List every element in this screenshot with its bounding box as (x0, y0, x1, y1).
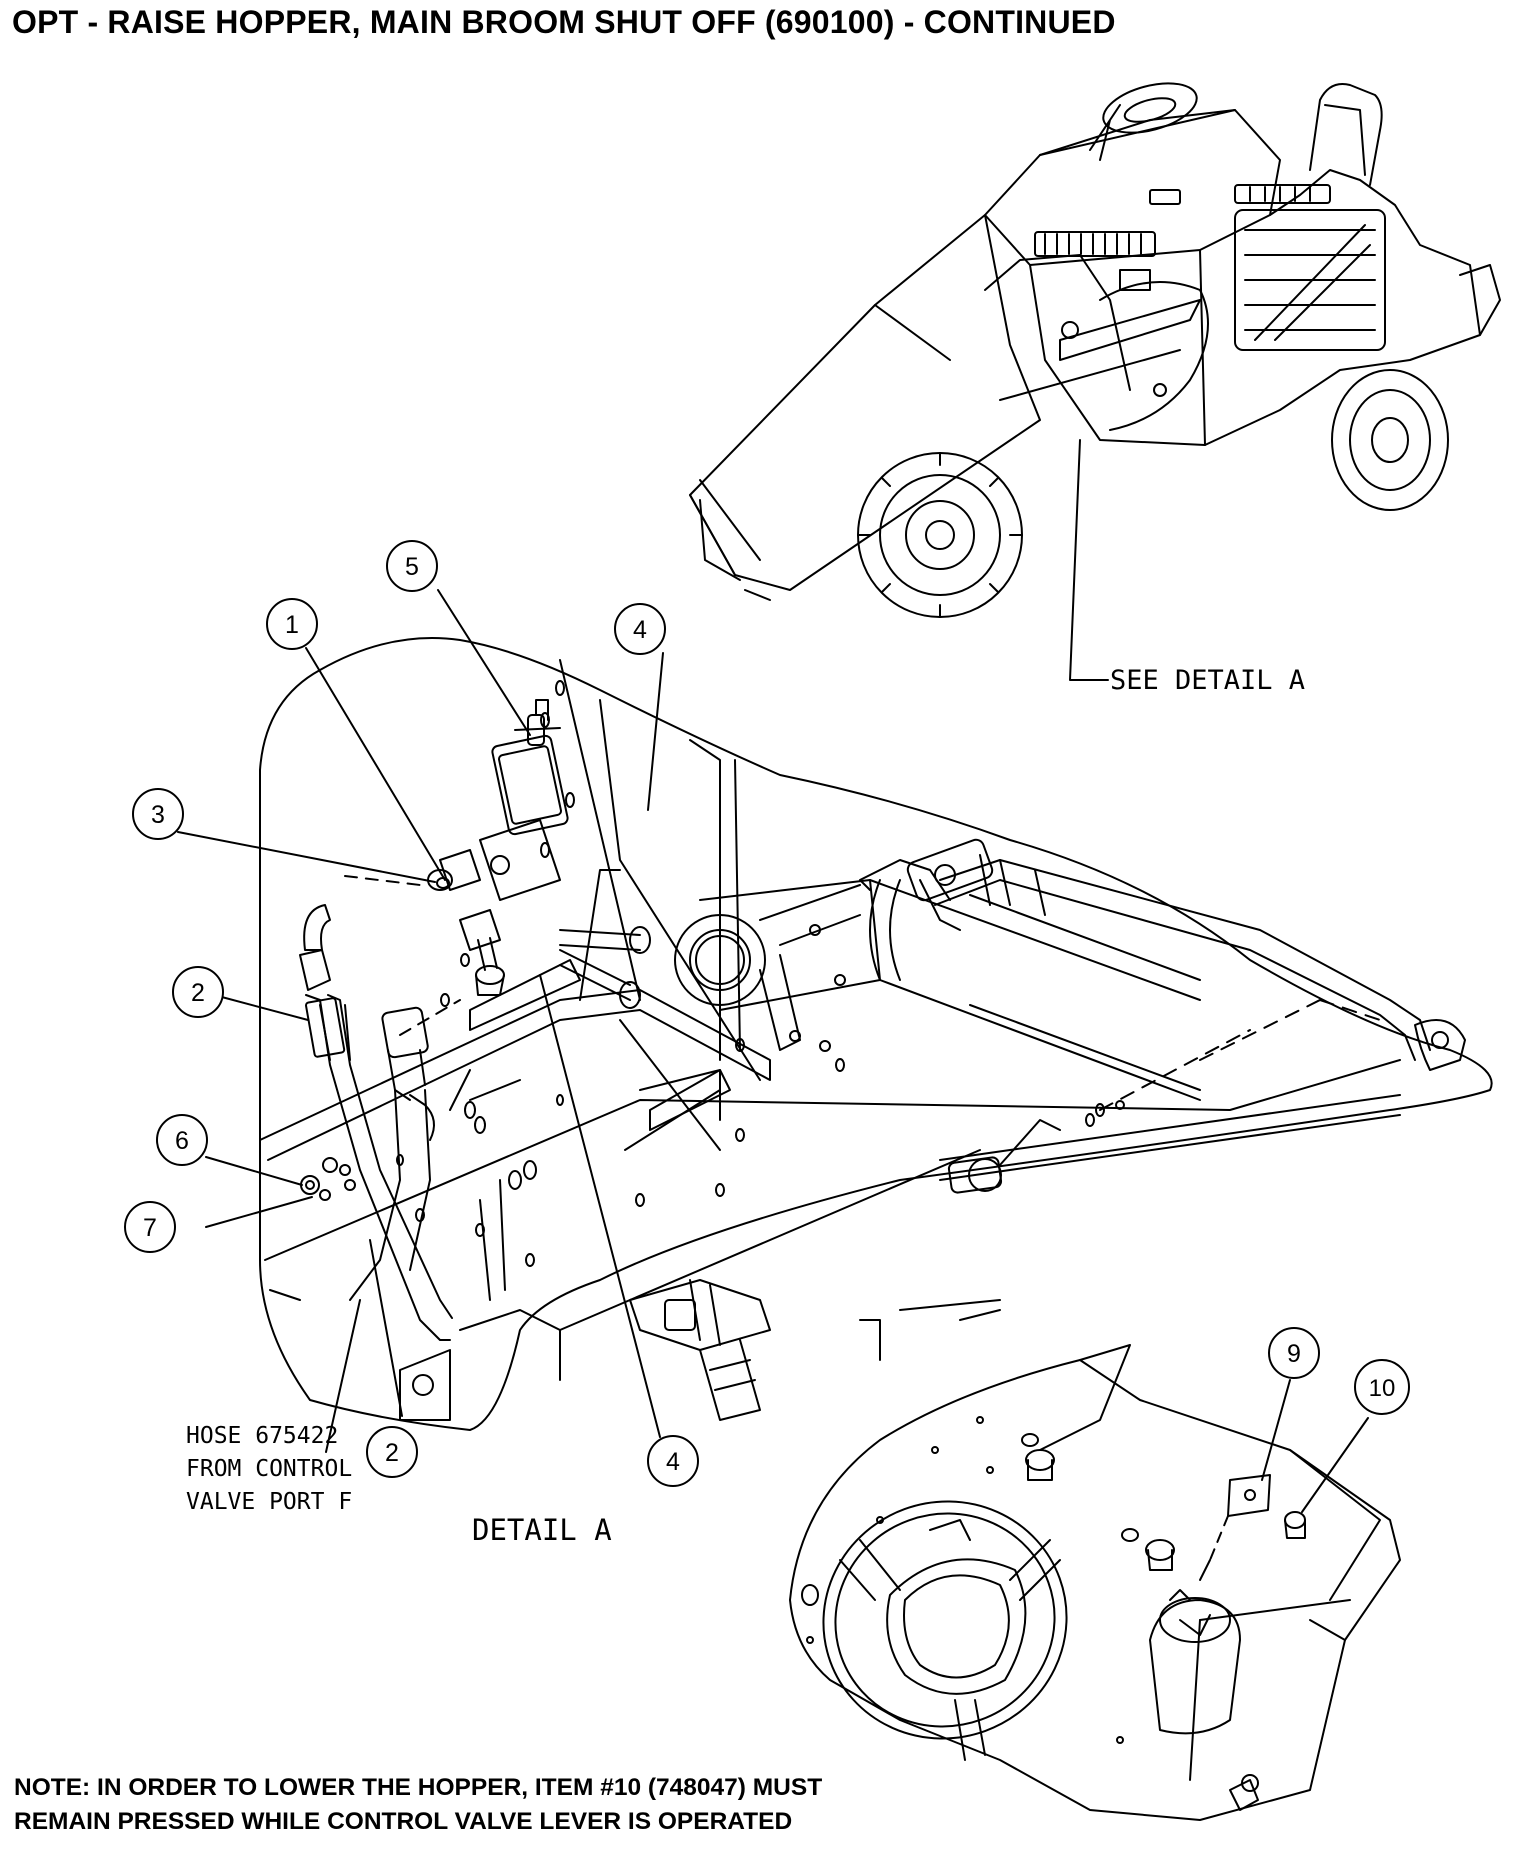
svg-text:4: 4 (633, 616, 647, 644)
note: NOTE: IN ORDER TO LOWER THE HOPPER, ITEM… (14, 1771, 822, 1839)
detail-a-drawing (259, 637, 1493, 1431)
svg-text:2: 2 (385, 1439, 399, 1467)
callout-2b: 2 (366, 1426, 418, 1478)
callout-3: 3 (132, 788, 184, 840)
svg-text:6: 6 (175, 1127, 189, 1155)
note-line-2: REMAIN PRESSED WHILE CONTROL VALVE LEVER… (14, 1808, 793, 1835)
callout-5: 5 (386, 540, 438, 592)
see-detail-label: SEE DETAIL A (1110, 665, 1305, 696)
hose-label-line1: HOSE 675422 (186, 1423, 338, 1449)
detail-a-caption: DETAIL A (472, 1513, 612, 1547)
hose-label-line2: FROM CONTROL (186, 1456, 352, 1482)
leader-lines (177, 589, 1369, 1513)
callout-6: 6 (156, 1114, 208, 1166)
hose-label: HOSE 675422 FROM CONTROL VALVE PORT F (186, 1423, 352, 1515)
callout-4a: 4 (614, 603, 666, 655)
page-title: OPT - RAISE HOPPER, MAIN BROOM SHUT OFF … (12, 4, 1116, 40)
note-line-1: NOTE: IN ORDER TO LOWER THE HOPPER, ITEM… (14, 1774, 823, 1801)
svg-text:7: 7 (143, 1214, 157, 1242)
svg-text:4: 4 (666, 1448, 680, 1476)
callout-10: 10 (1354, 1359, 1410, 1415)
callout-1: 1 (266, 598, 318, 650)
svg-text:10: 10 (1369, 1375, 1396, 1402)
callout-9: 9 (1268, 1327, 1320, 1379)
svg-text:2: 2 (191, 979, 205, 1007)
callout-4b: 4 (647, 1435, 699, 1487)
callout-2a: 2 (172, 966, 224, 1018)
dash-detail-drawing (789, 1344, 1401, 1821)
svg-text:9: 9 (1287, 1340, 1301, 1368)
svg-text:3: 3 (151, 801, 165, 829)
svg-text:1: 1 (285, 611, 299, 639)
svg-text:5: 5 (405, 553, 419, 581)
hose-label-line3: VALVE PORT F (186, 1489, 352, 1515)
machine-overview (689, 82, 1501, 681)
callout-7: 7 (124, 1201, 176, 1253)
